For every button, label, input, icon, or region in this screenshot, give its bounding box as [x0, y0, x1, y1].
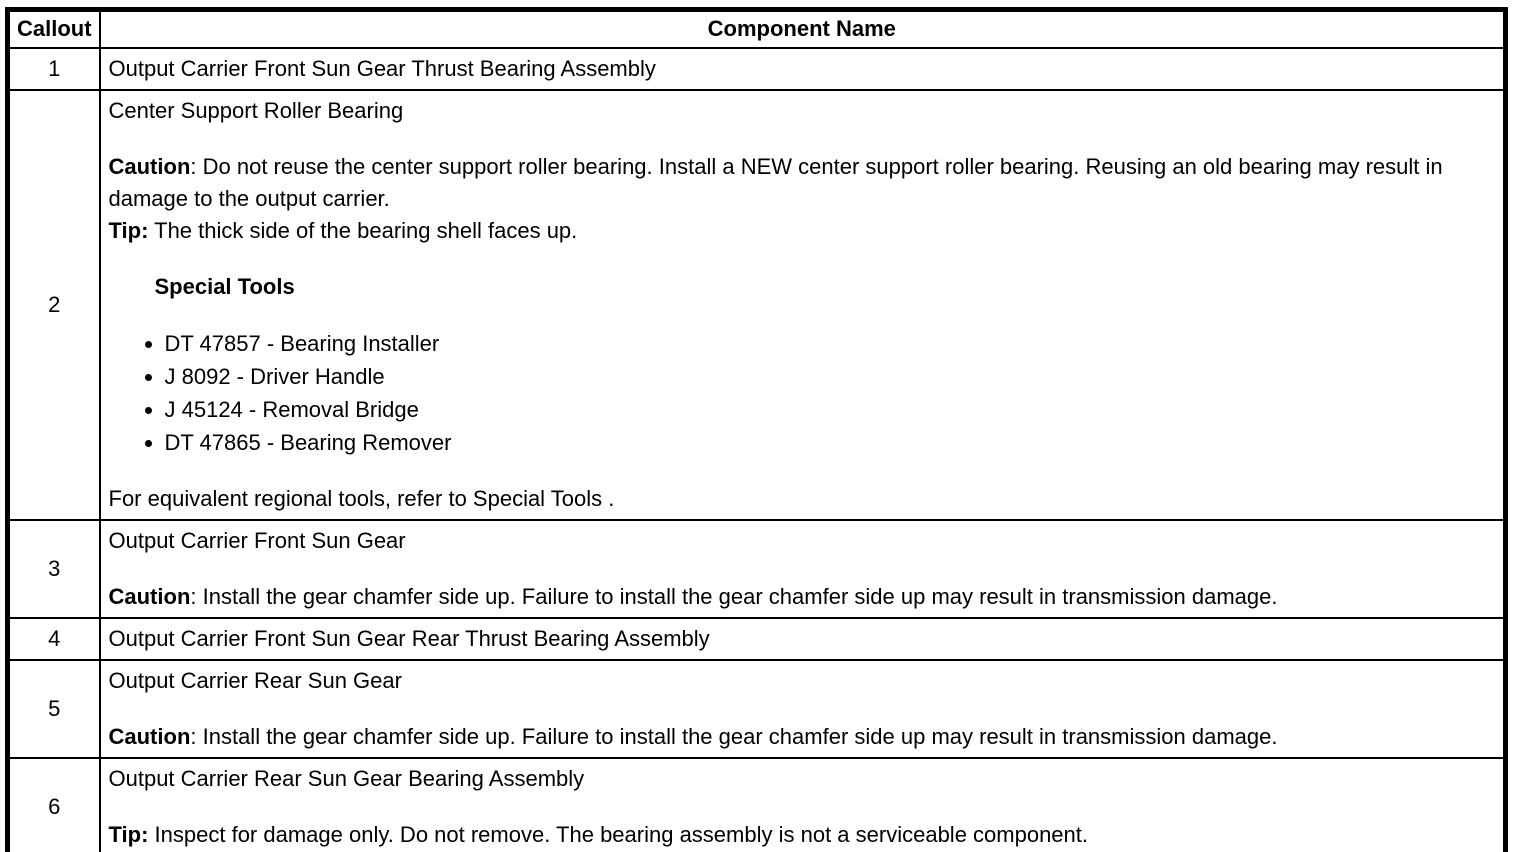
text-line: Caution: Install the gear chamfer side u…: [109, 581, 1494, 613]
text-run: Inspect for damage only. Do not remove. …: [148, 821, 1088, 847]
blank-line: [109, 303, 1494, 327]
text-run: Center Support Roller Bearing: [108, 97, 404, 123]
text-run: : Install the gear chamfer side up. Fail…: [190, 583, 1278, 609]
special-tools-list: DT 47857 - Bearing InstallerJ 8092 - Dri…: [109, 327, 1494, 459]
callout-cell: 1: [6, 46, 101, 91]
text-line: Tip: The thick side of the bearing shell…: [109, 215, 1494, 247]
text-line: Output Carrier Rear Sun Gear Bearing Ass…: [109, 763, 1494, 795]
bold-text-run: Caution: [108, 583, 191, 609]
table-body: 1 Output Carrier Front Sun Gear Thrust Be…: [6, 46, 1507, 852]
table-row: 1 Output Carrier Front Sun Gear Thrust Be…: [6, 46, 1507, 91]
text-line: Output Carrier Front Sun Gear Rear Thrus…: [109, 623, 1494, 655]
blank-line: [109, 247, 1494, 271]
callout-cell: 4: [6, 616, 101, 661]
text-line: Output Carrier Front Sun Gear: [109, 525, 1494, 557]
component-name-column-header: Component Name: [98, 8, 1507, 49]
text-line: Output Carrier Front Sun Gear Thrust Bea…: [109, 53, 1494, 85]
text-run: Output Carrier Front Sun Gear Rear Thrus…: [108, 625, 710, 651]
tool-item: J 45124 - Removal Bridge: [165, 393, 1494, 426]
bold-text-run: Tip:: [108, 821, 149, 847]
text-run: : Do not reuse the center support roller…: [108, 153, 1443, 211]
tool-item: DT 47865 - Bearing Remover: [165, 426, 1494, 459]
callout-cell: 6: [6, 756, 101, 852]
header-row: Callout Component Name: [6, 8, 1507, 49]
component-cell: Output Carrier Front Sun Gear Thrust Bea…: [98, 46, 1507, 91]
bold-text-run: Special Tools: [154, 273, 295, 299]
blank-line: [109, 557, 1494, 581]
blank-line: [109, 127, 1494, 151]
bold-text-run: Tip:: [108, 217, 149, 243]
text-line: Caution: Install the gear chamfer side u…: [109, 721, 1494, 753]
tool-item: DT 47857 - Bearing Installer: [165, 327, 1494, 360]
callout-column-header: Callout: [6, 8, 101, 49]
text-line: Output Carrier Rear Sun Gear: [109, 665, 1494, 697]
text-line: Center Support Roller Bearing: [109, 95, 1494, 127]
blank-line: [109, 459, 1494, 483]
special-tools-heading: Special Tools: [155, 271, 1494, 303]
text-run: Output Carrier Rear Sun Gear: [108, 667, 402, 693]
bold-text-run: Caution: [108, 153, 191, 179]
callout-cell: 3: [6, 518, 101, 619]
text-run: For equivalent regional tools, refer to …: [108, 485, 615, 511]
tool-item: J 8092 - Driver Handle: [165, 360, 1494, 393]
table-row: 4 Output Carrier Front Sun Gear Rear Thru…: [6, 616, 1507, 661]
callout-cell: 2: [6, 88, 101, 521]
text-line: Tip: Inspect for damage only. Do not rem…: [109, 819, 1494, 851]
component-cell: Output Carrier Front Sun Gear Rear Thrus…: [98, 616, 1507, 661]
text-run: Output Carrier Rear Sun Gear Bearing Ass…: [108, 765, 585, 791]
text-line: For equivalent regional tools, refer to …: [109, 483, 1494, 515]
blank-line: [109, 795, 1494, 819]
table-row: 6 Output Carrier Rear Sun Gear Bearing As…: [6, 756, 1507, 852]
table-header: Callout Component Name: [6, 8, 1507, 49]
text-run: : Install the gear chamfer side up. Fail…: [190, 723, 1278, 749]
text-run: Output Carrier Front Sun Gear: [108, 527, 406, 553]
text-run: Output Carrier Front Sun Gear Thrust Bea…: [108, 55, 656, 81]
blank-line: [109, 697, 1494, 721]
callout-cell: 5: [6, 658, 101, 759]
bold-text-run: Caution: [108, 723, 191, 749]
component-cell: Output Carrier Rear Sun Gear Bearing Ass…: [98, 756, 1507, 852]
text-line: Caution: Do not reuse the center support…: [109, 151, 1494, 215]
text-run: The thick side of the bearing shell face…: [148, 217, 578, 243]
